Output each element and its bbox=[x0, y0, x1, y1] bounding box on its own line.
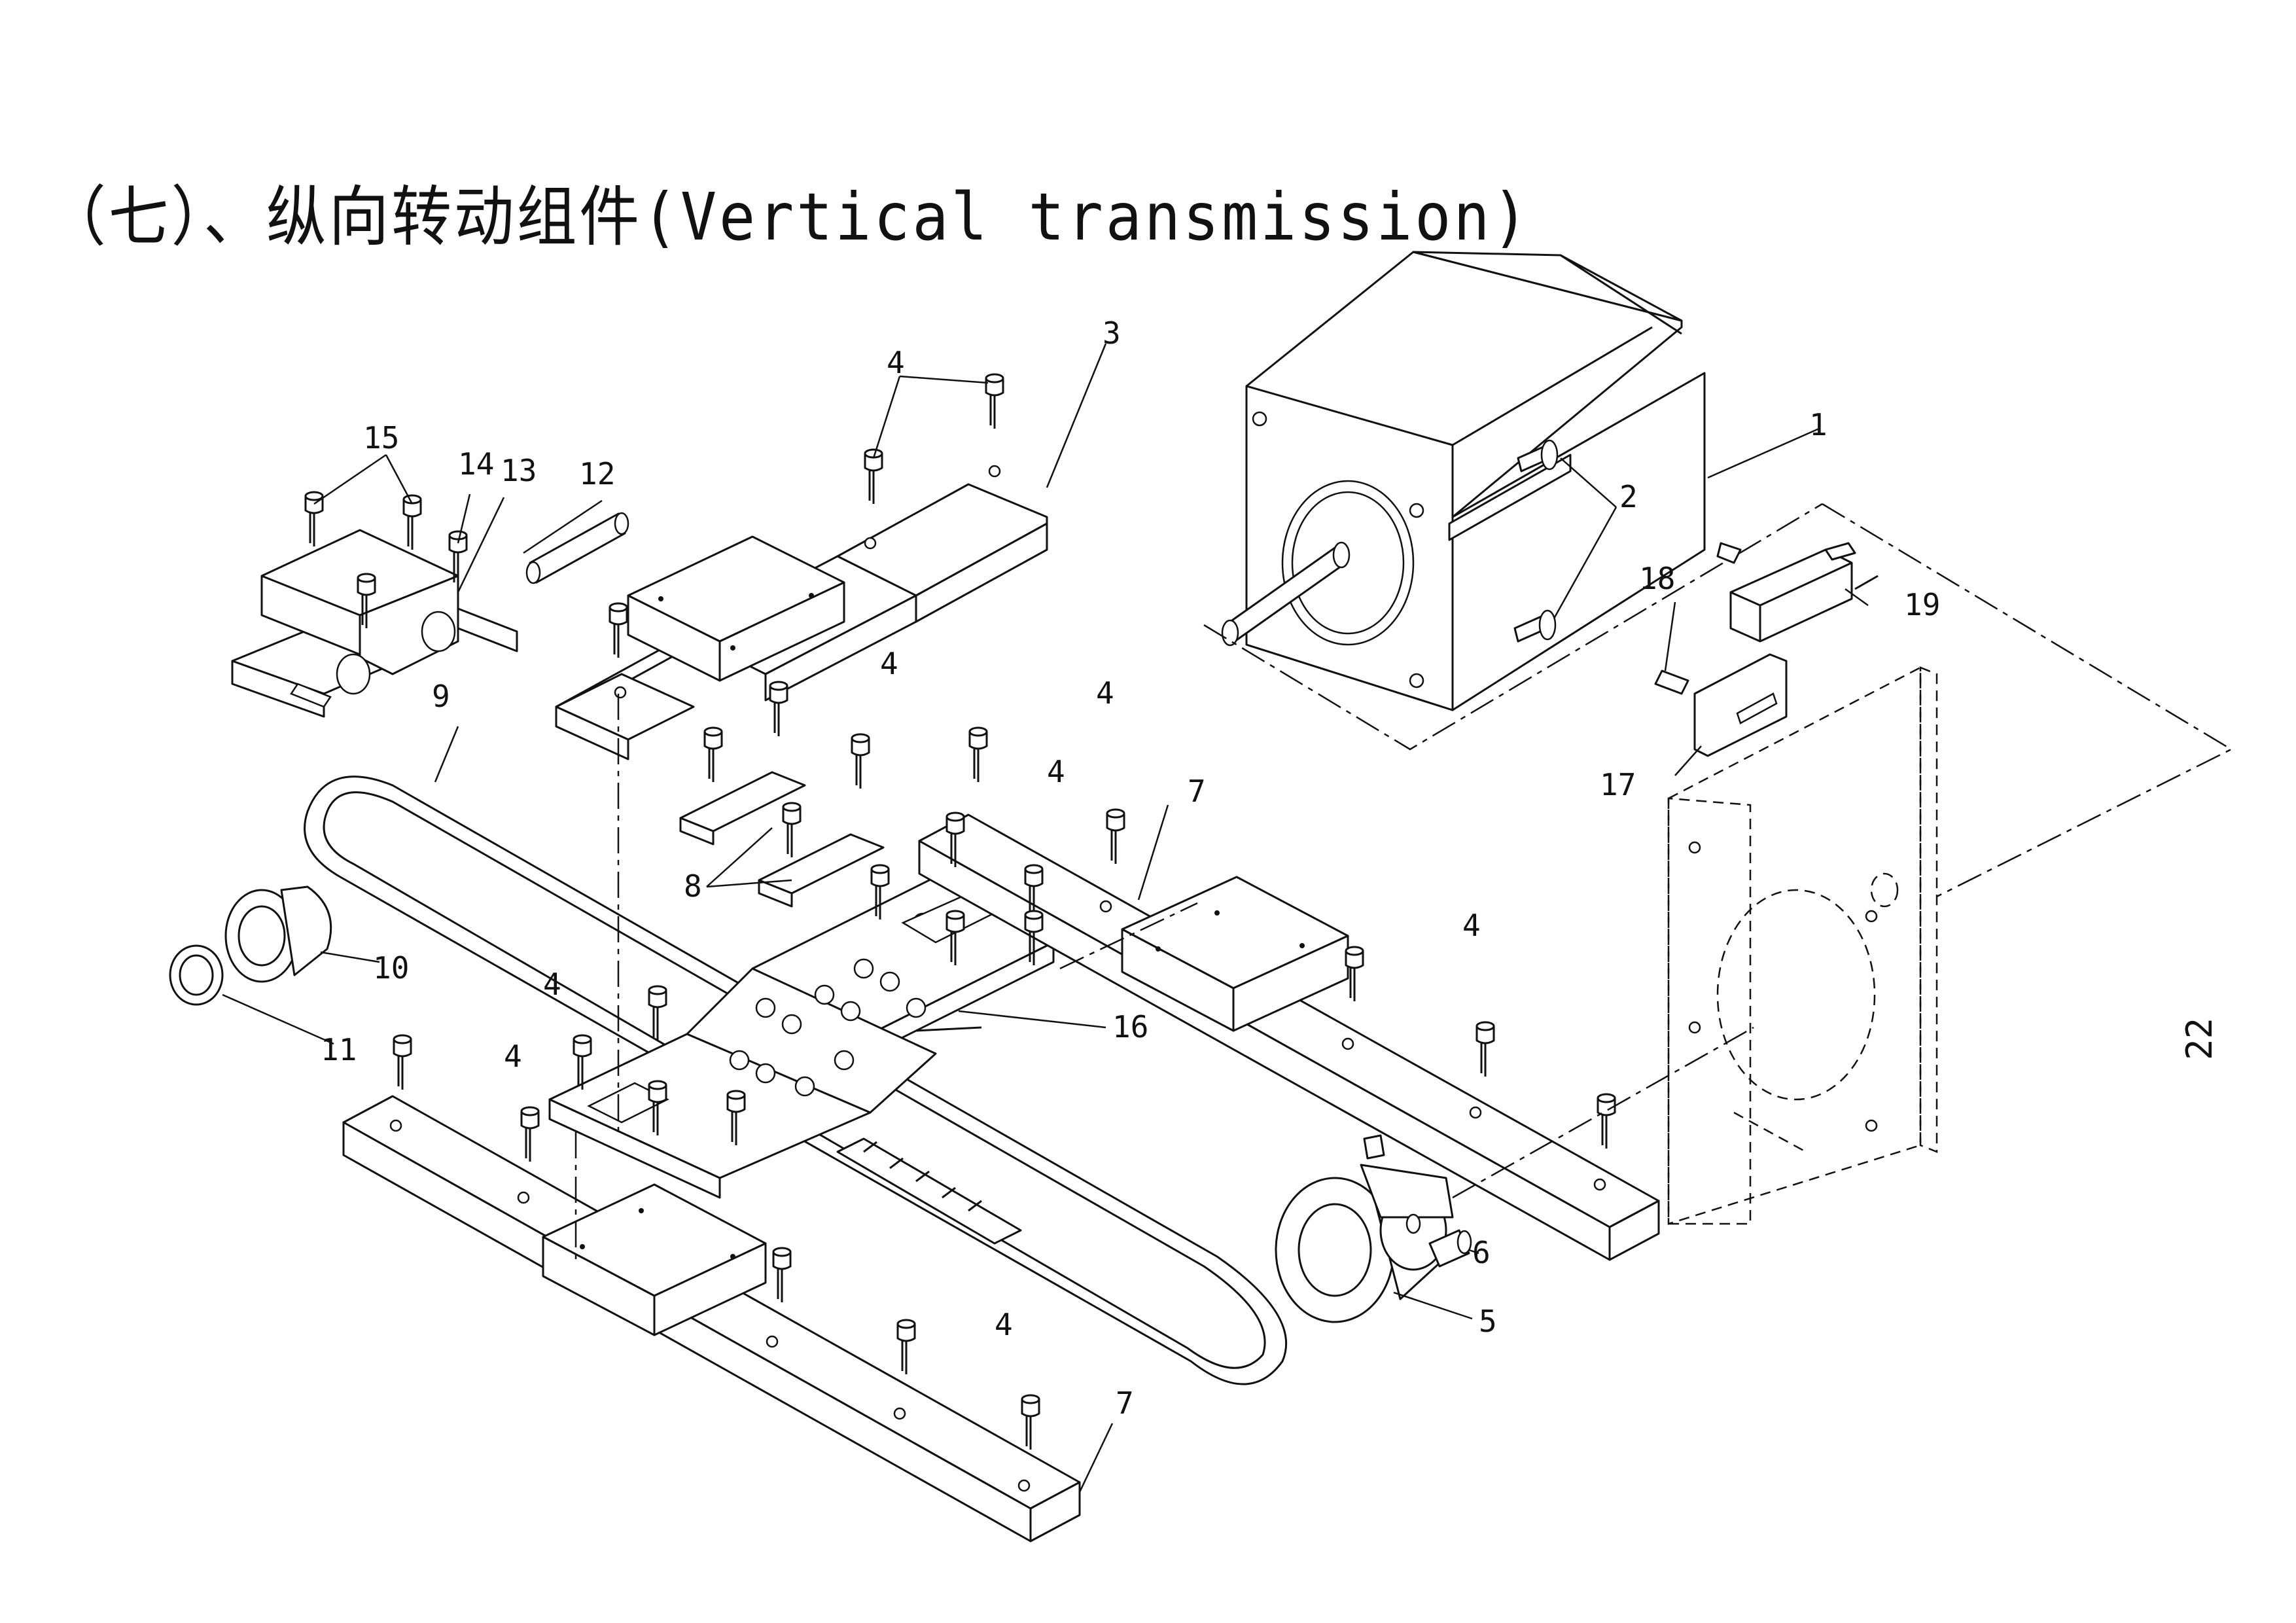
cap-screw bbox=[968, 726, 988, 782]
cap-screw bbox=[448, 530, 468, 586]
cap-screw bbox=[1597, 1093, 1616, 1149]
callout-2: 2 bbox=[1619, 479, 1638, 514]
cap-screw bbox=[648, 985, 667, 1041]
bearing-block bbox=[231, 529, 518, 718]
set-screw bbox=[1363, 1134, 1472, 1268]
callout-6: 6 bbox=[1472, 1235, 1491, 1270]
cap-screw bbox=[726, 1090, 746, 1145]
callout-5: 5 bbox=[1479, 1304, 1497, 1339]
belt-clamp-plates bbox=[679, 771, 885, 908]
linear-rail-7-right bbox=[918, 813, 1660, 1261]
callout-4e: 4 bbox=[1462, 908, 1481, 943]
cap-screw bbox=[573, 1034, 592, 1090]
cap-screw bbox=[609, 602, 628, 658]
cap-screw bbox=[357, 573, 376, 628]
cap-screws bbox=[304, 373, 1616, 1450]
callout-12: 12 bbox=[579, 456, 615, 491]
callout-15: 15 bbox=[363, 420, 399, 455]
cap-screw bbox=[1475, 1021, 1495, 1077]
callout-7b: 7 bbox=[1116, 1385, 1134, 1421]
callout-4a: 4 bbox=[887, 345, 905, 380]
callout-10: 10 bbox=[373, 950, 409, 986]
cap-screw bbox=[703, 726, 723, 782]
callout-9: 9 bbox=[432, 679, 450, 714]
callout-13: 13 bbox=[501, 453, 537, 488]
belt-teeth bbox=[836, 1137, 1022, 1245]
cap-screw bbox=[1021, 1394, 1040, 1450]
carriage-plate bbox=[548, 876, 1055, 1199]
cap-screw bbox=[851, 733, 870, 789]
cap-screw bbox=[772, 1247, 792, 1302]
cap-screw bbox=[945, 910, 965, 965]
callout-7a: 7 bbox=[1188, 774, 1206, 809]
cap-screw bbox=[896, 1319, 916, 1374]
callout-3: 3 bbox=[1103, 315, 1121, 351]
linear-rail-7-left bbox=[342, 1095, 1081, 1543]
leader-lines bbox=[222, 343, 1869, 1493]
callout-4f: 4 bbox=[543, 967, 561, 1002]
cap-screw bbox=[782, 802, 802, 857]
callout-14: 14 bbox=[458, 446, 494, 482]
stepper-motor bbox=[1221, 251, 1706, 711]
cap-screw bbox=[985, 373, 1004, 429]
limit-sensor bbox=[1716, 542, 1879, 643]
callout-4c: 4 bbox=[1096, 675, 1114, 711]
cap-screw bbox=[1106, 808, 1125, 864]
alignment-line bbox=[1059, 902, 1198, 970]
cap-screw bbox=[1345, 946, 1364, 1001]
cap-screw bbox=[870, 864, 890, 919]
shaft-12 bbox=[525, 512, 629, 584]
callout-16: 16 bbox=[1112, 1009, 1148, 1044]
idler-pulley bbox=[169, 885, 332, 1006]
callout-1: 1 bbox=[1809, 407, 1828, 442]
linear-rail-3 bbox=[555, 465, 1048, 760]
cap-screw bbox=[648, 1080, 667, 1135]
callout-4b: 4 bbox=[880, 646, 898, 681]
page-title: （七）、纵向转动组件(Vertical transmission) bbox=[46, 179, 1531, 255]
callout-17: 17 bbox=[1600, 767, 1636, 802]
callout-4g: 4 bbox=[504, 1039, 522, 1074]
drive-pulley bbox=[1275, 1164, 1454, 1323]
cap-screw bbox=[945, 812, 965, 867]
cap-screw bbox=[864, 448, 883, 504]
callout-19: 19 bbox=[1904, 587, 1940, 622]
cap-screw bbox=[393, 1034, 412, 1090]
callout-11: 11 bbox=[321, 1032, 357, 1067]
cap-screw bbox=[520, 1106, 540, 1162]
cap-screw bbox=[1024, 910, 1044, 965]
callout-4h: 4 bbox=[995, 1307, 1013, 1342]
callout-4d: 4 bbox=[1047, 754, 1065, 789]
cap-screw bbox=[769, 681, 788, 736]
callout-8: 8 bbox=[684, 868, 702, 904]
sensor-bracket bbox=[1654, 653, 1788, 757]
motor-mount-plate bbox=[1667, 666, 1938, 1225]
cap-screw bbox=[1024, 864, 1044, 919]
alignment-line bbox=[1452, 1026, 1754, 1199]
callout-18: 18 bbox=[1639, 561, 1675, 596]
